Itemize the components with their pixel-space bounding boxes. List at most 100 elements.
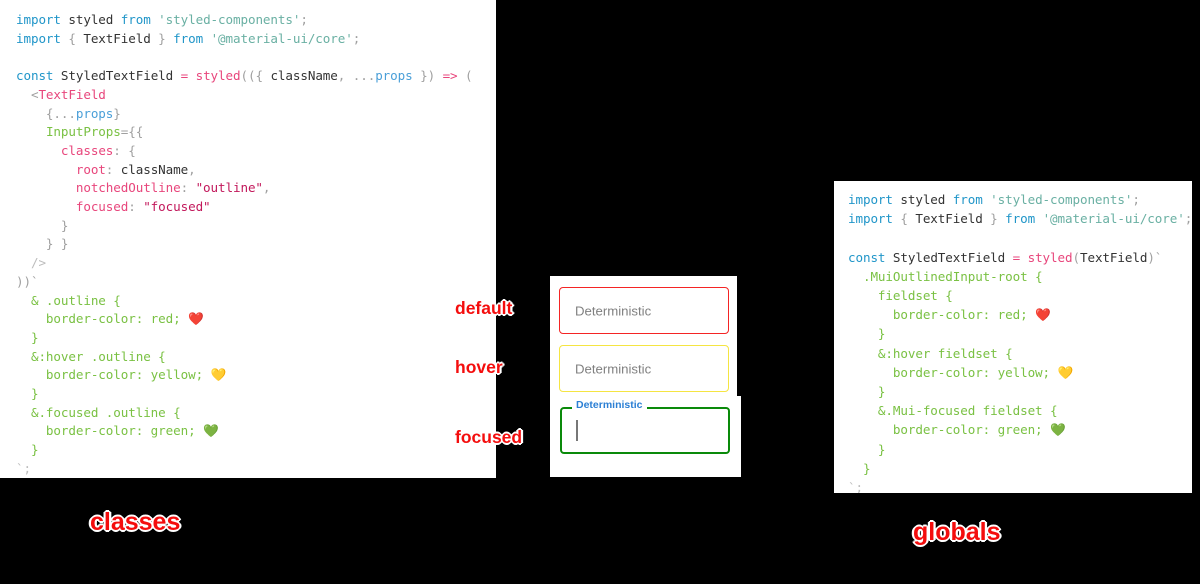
code-line: &.Mui-focused fieldset { [848,401,1192,420]
code-line [16,48,496,67]
code-line: root: className, [16,161,496,180]
code-line: const StyledTextField = styled(TextField… [848,248,1192,267]
code-token: &.focused .outline { [16,404,181,420]
code-token: /> [16,255,46,271]
code-token: import [848,211,901,227]
code-token: props [75,105,114,121]
code-line: &.focused .outline { [16,404,496,423]
textfield-focused[interactable]: Deterministic [560,400,730,454]
code-token: .MuiOutlinedInput-root { [848,268,1043,284]
code-token: } [16,329,39,345]
code-token: ❤️ [1035,307,1051,323]
code-line: } [16,385,496,404]
code-line: border-color: yellow; 💛 [848,363,1192,382]
code-token: TextField [38,86,106,102]
code-token: from [173,30,211,46]
code-token: props [375,68,413,84]
code-line: <TextField [16,86,496,105]
code-line: fieldset { [848,286,1192,305]
code-token: import [16,12,69,27]
code-token: &:hover fieldset { [848,345,1013,361]
code-token: border-color: red; [848,307,1036,323]
code-token: border-color: yellow; [16,367,211,383]
code-line: focused: "focused" [16,198,496,217]
textfield-hover[interactable]: Deterministic [559,345,729,392]
code-line: {...props} [16,105,496,124]
code-line [848,228,1192,247]
code-line: } [848,459,1192,478]
code-token: '@material-ui/core' [210,30,353,46]
code-token [16,143,61,158]
code-token: }) [412,68,443,84]
code-token: border-color: green; [848,422,1051,438]
code-token: , [337,68,353,84]
textfield-hover-value: Deterministic [575,361,652,376]
code-token: import [848,192,901,207]
code-line: notchedOutline: "outline", [16,179,496,198]
code-line: &:hover fieldset { [848,344,1192,363]
code-token [16,124,46,139]
code-token: ; [300,12,308,27]
code-token: from [1005,211,1043,227]
code-token: border-color: red; [16,311,189,327]
code-block-classes: import styled from 'styled-components';i… [0,0,496,478]
code-token: : [105,161,121,177]
code-token: styled [900,192,953,207]
code-token: border-color: yellow; [848,364,1058,380]
code-token: ( [465,68,473,84]
code-token: `; [16,460,31,476]
code-token: ))` [16,273,39,289]
code-token: { [68,30,84,46]
code-line: } [848,440,1192,459]
code-token: focused [75,199,129,215]
code-token: styled [68,12,121,27]
code-token: < [16,86,39,102]
code-token: from [952,192,991,207]
code-line: &:hover .outline { [16,348,496,367]
code-token: , [188,161,196,177]
code-line: } [16,441,496,460]
textfield-default[interactable]: Deterministic [559,287,729,334]
code-token: &.Mui-focused fieldset { [848,403,1058,419]
code-line: } [16,329,496,348]
code-token: )` [1147,249,1163,265]
code-token: border-color: green; [16,423,204,439]
code-token [16,180,76,195]
code-block-globals: import styled from 'styled-components'; i… [834,181,1192,493]
code-token: styled [195,68,241,84]
code-token: } [150,30,174,46]
code-line: .MuiOutlinedInput-root { [848,267,1192,286]
code-line: border-color: red; ❤️ [848,305,1192,324]
code-token: ; [1132,192,1140,207]
code-token: ❤️ [188,311,204,327]
code-token: {... [16,105,76,121]
code-token: 'styled-components' [158,12,301,27]
code-line: import styled from 'styled-components'; [16,11,496,30]
code-token: StyledTextField [892,249,1013,265]
code-line: border-color: red; ❤️ [16,310,496,329]
code-token: className [270,68,338,84]
code-token: : { [113,142,136,158]
code-token [16,162,76,177]
code-token: } } [16,236,69,252]
code-token: } [113,105,121,121]
code-token: notchedOutline [75,180,181,196]
code-token [16,199,76,214]
code-token: , [262,180,271,196]
code-token: ; [352,30,361,46]
code-token: } [848,460,871,476]
code-token: (({ [240,68,271,84]
code-token: 'styled-components' [990,192,1133,207]
code-token: => [442,68,466,84]
panel-title-globals: globals [913,518,1001,546]
code-token: = [1012,249,1028,265]
code-line: InputProps={{ [16,123,496,142]
code-token: 💛 [1057,364,1074,380]
code-token: root [75,161,106,177]
code-token: import [16,30,69,46]
code-line: } [848,382,1192,401]
code-token: ... [352,68,376,84]
code-token: { [900,211,916,227]
code-line: /> [16,254,496,273]
